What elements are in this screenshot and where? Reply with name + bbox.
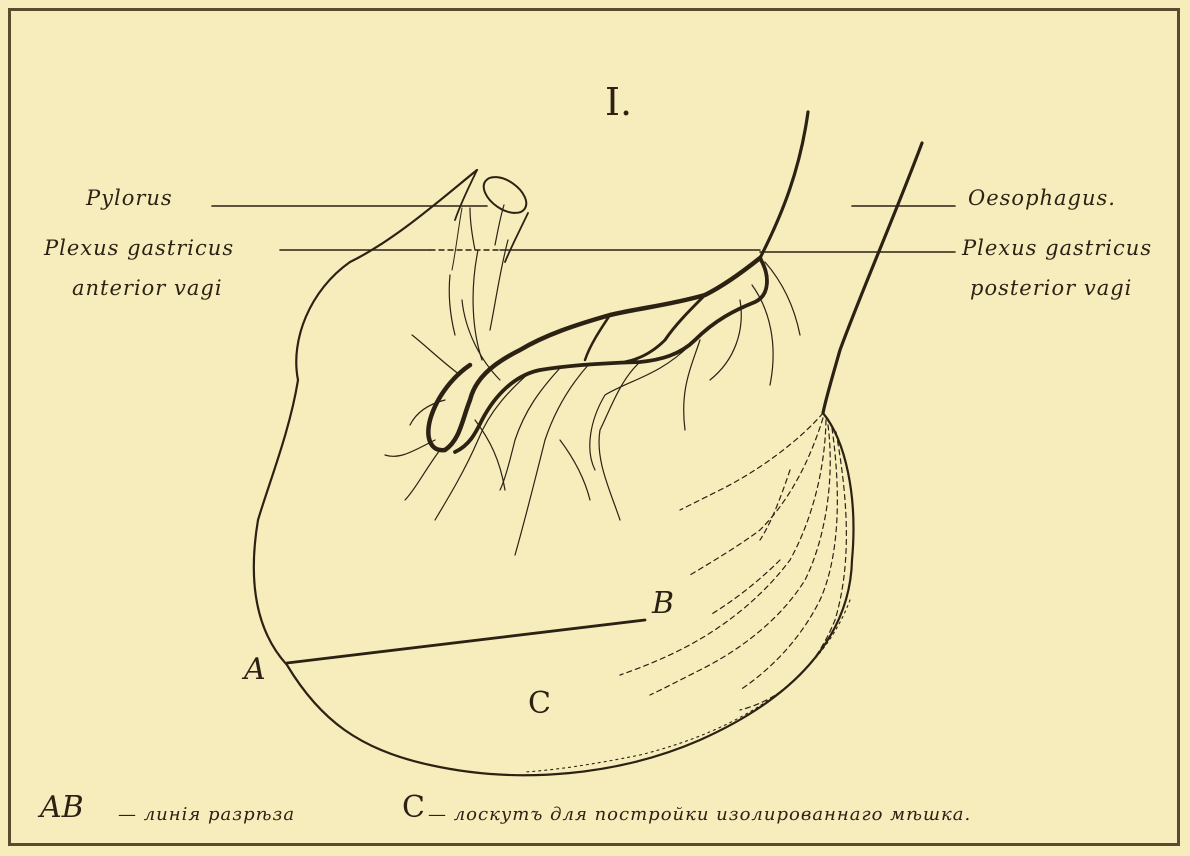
region-c-label: C [528,686,551,721]
oesophagus-right-wall [823,143,922,413]
label-plexus-anterior-2: anterior vagi [72,276,223,300]
legend-c-key: C [402,790,425,825]
label-pylorus: Pylorus [86,186,173,210]
point-b-label: B [652,586,674,621]
label-plexus-posterior-2: posterior vagi [970,276,1132,300]
legend-ab-key: AB [40,790,84,825]
figure-number: I. [605,80,632,124]
label-oesophagus: Oesophagus. [968,186,1116,210]
pylorus-opening [477,170,532,220]
incision-line-ab [287,620,645,663]
pylorus-tube [455,170,528,262]
label-plexus-posterior-1: Plexus gastricus [962,236,1152,260]
oesophagus-left-wall [760,112,808,258]
point-a-label: A [244,652,266,687]
anterior-vagal-trunk [428,258,760,450]
label-plexus-anterior-1: Plexus gastricus [44,236,234,260]
legend-c-text: — лоскутъ для постройки изолированнаго м… [428,804,971,825]
legend-ab-text: — линія разрѣза [118,804,295,825]
